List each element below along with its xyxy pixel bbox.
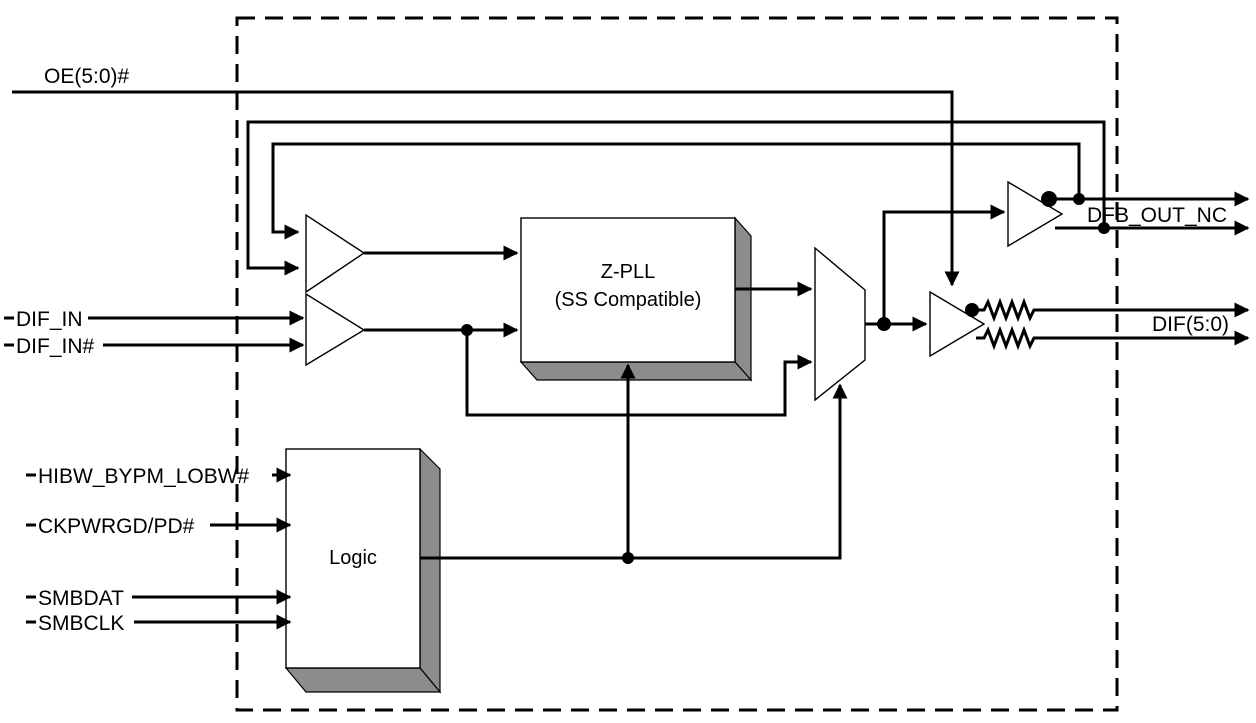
input-buffer-top — [305, 213, 366, 294]
logic-block: Logic — [284, 447, 442, 694]
logic-control-wire — [420, 383, 848, 560]
dif-output-buffer — [929, 290, 986, 358]
feedback-loop-inner — [271, 142, 1081, 240]
smbdat-label: SMBDAT — [38, 587, 124, 610]
dfb-out-label: DFB_OUT_NC — [1087, 204, 1227, 227]
dif-out-wire-top — [972, 297, 1250, 323]
smbclk-label: SMBCLK — [38, 612, 124, 635]
dif-in-label: DIF_IN — [16, 308, 83, 331]
hibw-label: HIBW_BYPM_LOBW# — [38, 465, 250, 488]
pll-block: Z-PLL (SS Compatible) — [519, 216, 753, 382]
junction-dot — [461, 324, 473, 336]
mux-to-dfb-wire — [882, 204, 1006, 324]
dif-in-n-label: DIF_IN# — [16, 335, 95, 358]
dif-out-label: DIF(5:0) — [1152, 313, 1229, 336]
pll-title: Z-PLL — [601, 261, 655, 283]
pll-subtitle: (SS Compatible) — [555, 289, 702, 311]
dif-out-wire-bottom — [976, 325, 1250, 351]
dfb-output-buffer — [1007, 180, 1064, 248]
pll-bypass-wire — [465, 330, 813, 417]
input-buffer-bottom — [305, 292, 366, 367]
junction-dot — [622, 552, 634, 564]
oe-label: OE(5:0)# — [44, 65, 130, 88]
ckpwrgd-label: CKPWRGD/PD# — [38, 515, 195, 538]
mux — [814, 246, 866, 402]
feedback-loop-outer — [246, 120, 1106, 276]
logic-label: Logic — [329, 547, 377, 569]
junction-dot — [877, 317, 891, 331]
oe-wire — [12, 90, 960, 287]
